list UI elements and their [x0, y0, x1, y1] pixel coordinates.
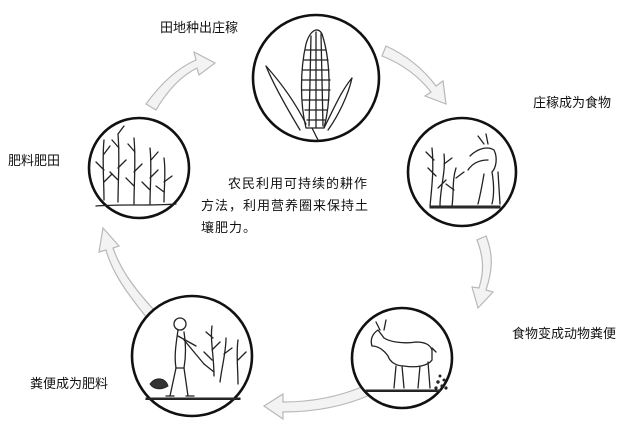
arrow-food-to-manure: [471, 235, 495, 310]
center-text-line-1: 农民利用可持续的耕作: [228, 176, 368, 192]
arrow-crop-to-food: [381, 45, 447, 105]
label-crop-food: 庄稼成为食物: [533, 95, 611, 111]
arrow-manure-to-fertilizer: [262, 385, 371, 421]
goat-eating-plants-icon: [425, 133, 501, 209]
stage-fertilize-field-illustration: [87, 116, 191, 220]
cycle-arrows: [98, 45, 495, 421]
label-field-crop: 田地种出庄稼: [160, 20, 238, 36]
stage-crop-food-illustration: [406, 116, 518, 228]
center-description: 农民利用可持续的耕作 方法，利用营养圈来保持土 壤肥力。: [201, 176, 369, 236]
label-food-manure: 食物变成动物粪便: [512, 326, 616, 342]
label-manure-fertilizer: 粪便成为肥料: [30, 377, 108, 392]
stage-labels: 田地种出庄稼 庄稼成为食物 食物变成动物粪便 粪便成为肥料 肥料肥田: [8, 20, 616, 392]
corn-cob-icon: [265, 29, 353, 141]
arrow-fertilizer-to-field: [98, 226, 155, 319]
farmer-spreading-manure-icon: [145, 317, 247, 400]
goat-droppings-icon: [365, 319, 448, 392]
stage-manure-fertilizer-illustration: [130, 294, 254, 418]
corn-field-icon: [95, 125, 177, 207]
arrow-fertilize-to-crop: [145, 50, 217, 111]
stage-food-manure-illustration: [350, 306, 454, 410]
label-fertilize-field: 肥料肥田: [8, 154, 60, 169]
center-text-line-3: 壤肥力。: [201, 220, 257, 236]
stage-field-crop-illustration: [251, 13, 381, 143]
center-text-line-2: 方法，利用营养圈来保持土: [201, 198, 369, 214]
